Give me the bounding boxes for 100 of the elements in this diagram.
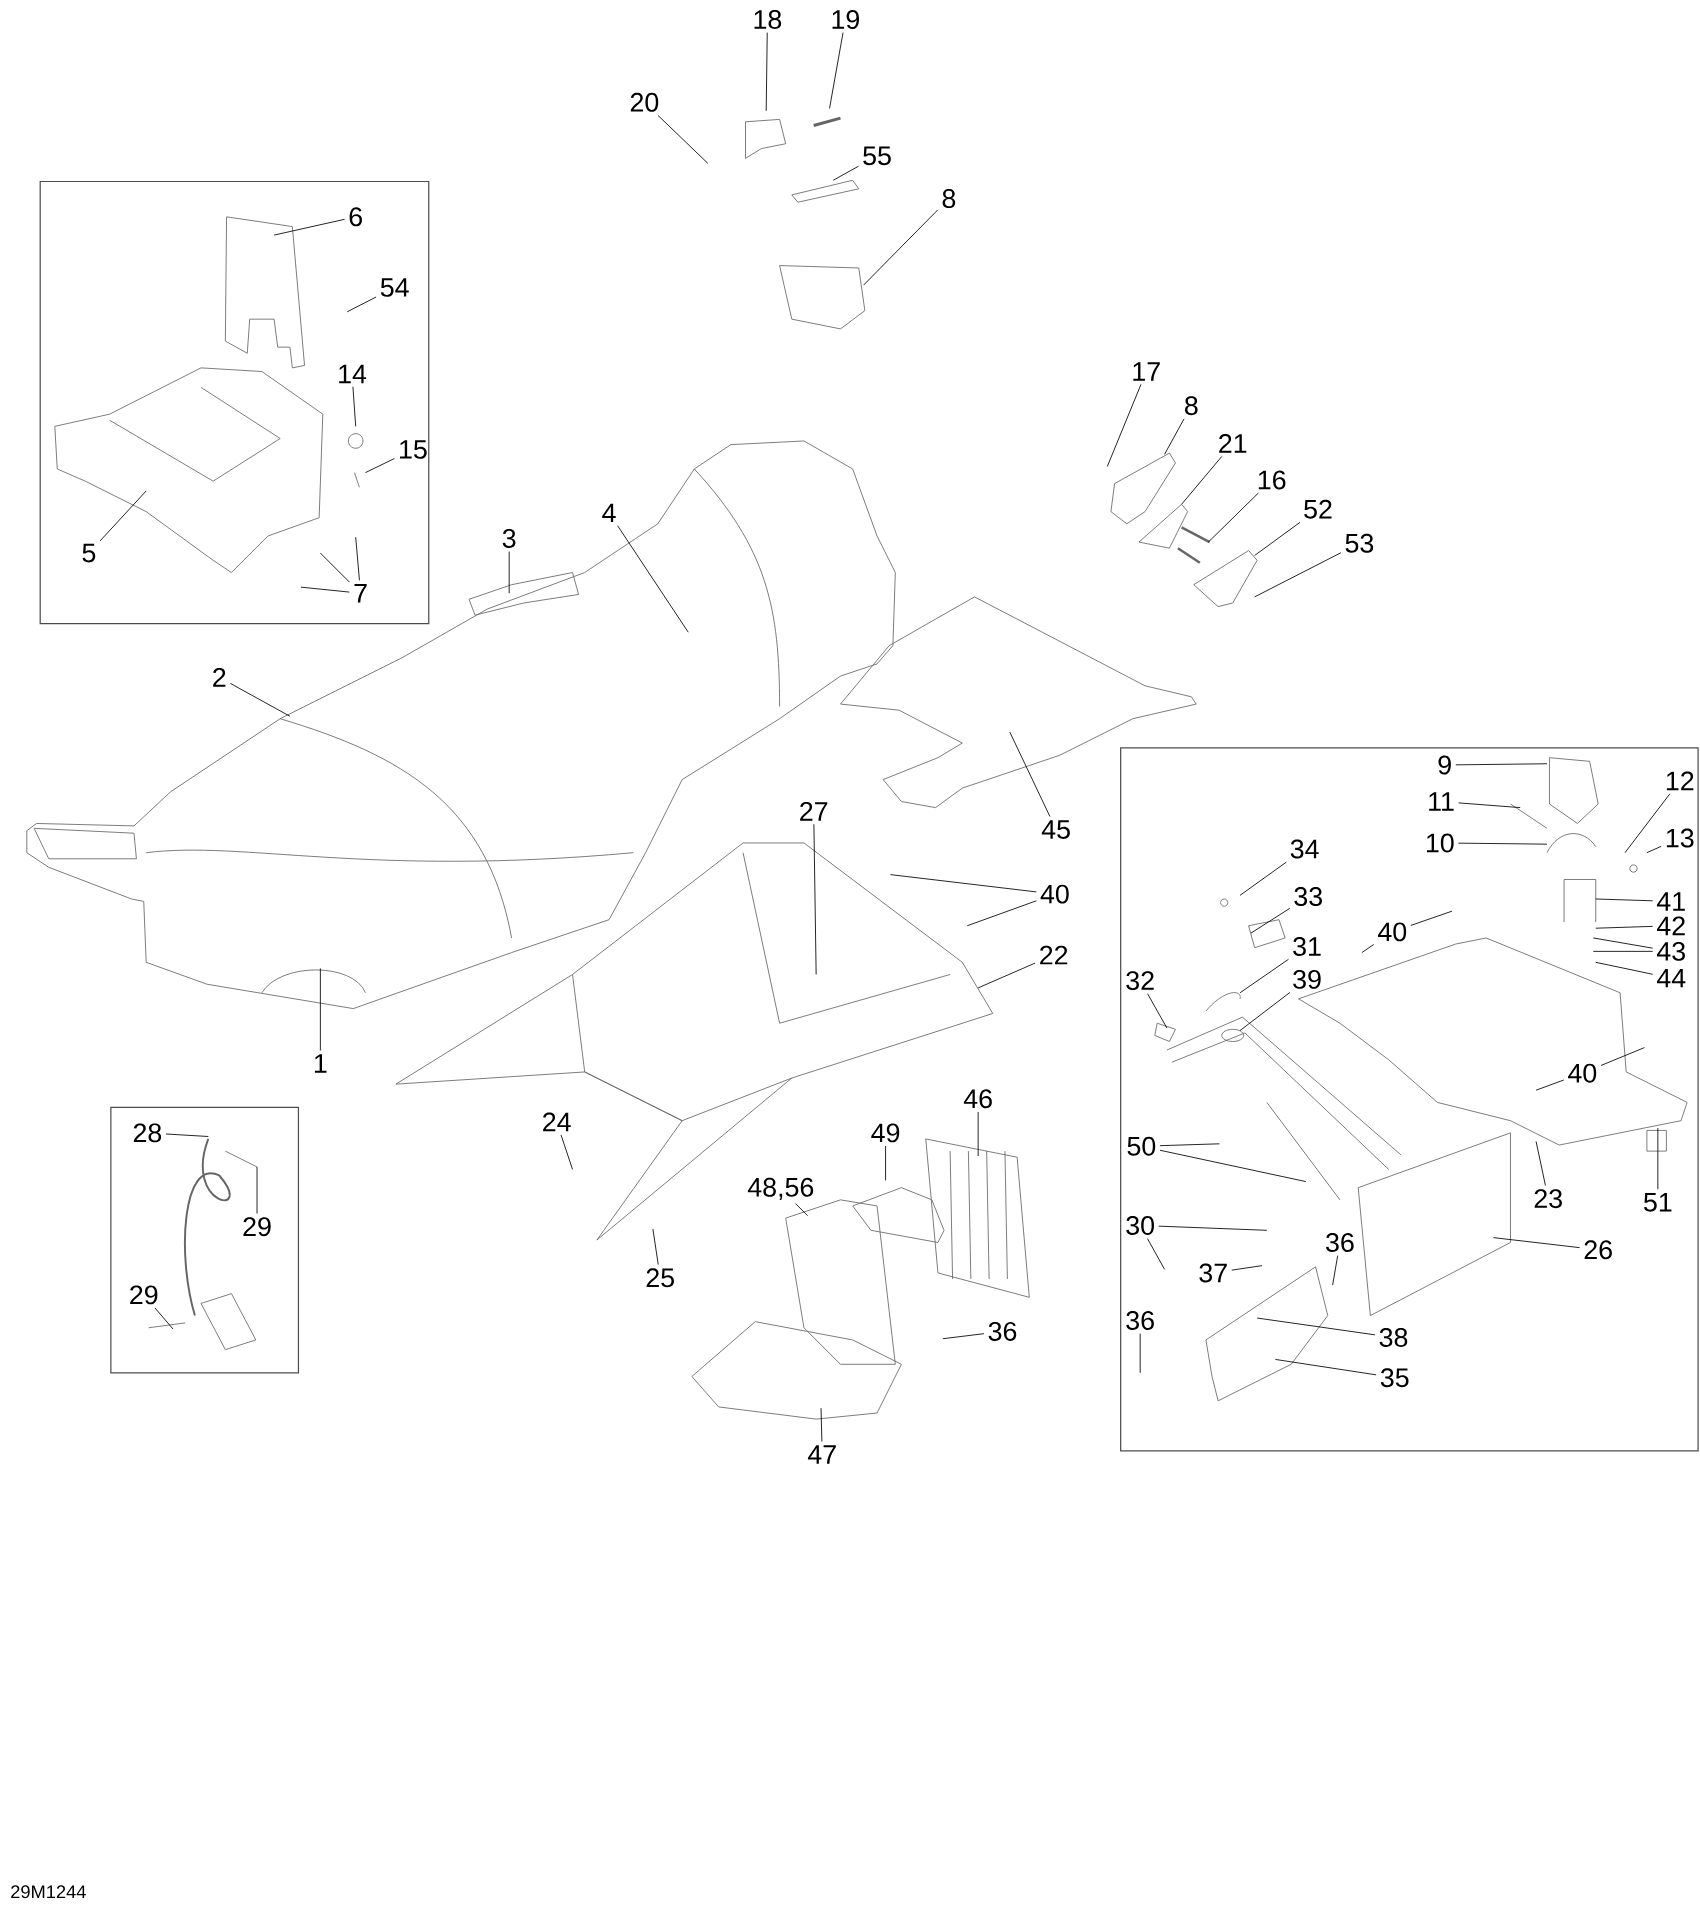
leader-line bbox=[884, 1145, 886, 1181]
leader-line bbox=[765, 32, 768, 112]
callout-number: 14 bbox=[338, 364, 366, 384]
leader-line bbox=[1657, 1127, 1659, 1190]
leader-line bbox=[1492, 1237, 1580, 1249]
leader-line bbox=[828, 32, 844, 109]
leader-line bbox=[355, 536, 360, 581]
callout-number: 34 bbox=[1290, 839, 1319, 859]
leader-line bbox=[1331, 1255, 1338, 1286]
leader-line bbox=[1146, 1238, 1165, 1270]
callout-number: 21 bbox=[1218, 434, 1247, 453]
leader-line bbox=[319, 552, 350, 583]
callout-number: 48,56 bbox=[747, 1177, 813, 1200]
callout-number: 2 bbox=[212, 667, 226, 687]
leader-line bbox=[1163, 418, 1185, 455]
leader-line bbox=[1595, 961, 1653, 975]
callout-number: 9 bbox=[1438, 755, 1451, 775]
leader-line bbox=[1535, 1079, 1564, 1091]
leader-line bbox=[273, 218, 345, 236]
leader-line bbox=[1595, 925, 1653, 929]
leader-line bbox=[256, 1166, 258, 1214]
callout-number: 37 bbox=[1199, 1263, 1227, 1283]
callout-number: 7 bbox=[354, 584, 367, 603]
callout-number: 51 bbox=[1643, 1192, 1672, 1212]
callout-number: 12 bbox=[1666, 771, 1694, 791]
leader-line bbox=[1159, 1143, 1220, 1147]
leader-line bbox=[1207, 492, 1259, 543]
callout-number: 35 bbox=[1380, 1368, 1409, 1388]
leader-line bbox=[652, 1228, 659, 1266]
leader-line bbox=[813, 823, 817, 975]
leader-line bbox=[616, 525, 689, 633]
panel-frame bbox=[110, 1106, 299, 1374]
callout-number: 1 bbox=[314, 1054, 327, 1073]
callout-number: 33 bbox=[1294, 887, 1322, 907]
callout-number: 4 bbox=[602, 503, 616, 523]
leader-line bbox=[165, 1133, 209, 1137]
callout-number: 29 bbox=[243, 1217, 271, 1237]
leader-line bbox=[364, 458, 395, 474]
leader-line bbox=[977, 1111, 979, 1157]
callout-number: 40 bbox=[1567, 1063, 1596, 1083]
leader-line bbox=[1239, 861, 1287, 896]
leader-line bbox=[1139, 1333, 1141, 1374]
leader-line bbox=[863, 209, 938, 286]
callout-number: 11 bbox=[1428, 792, 1454, 811]
leader-line bbox=[977, 962, 1036, 989]
leader-line bbox=[1535, 1140, 1546, 1186]
callout-number: 3 bbox=[502, 528, 516, 548]
callout-number: 53 bbox=[1345, 533, 1373, 553]
figure-code: 29M1244 bbox=[10, 1885, 86, 1899]
callout-number: 8 bbox=[942, 189, 955, 209]
leader-line bbox=[1146, 993, 1168, 1029]
callout-number: 10 bbox=[1426, 833, 1454, 853]
leader-line bbox=[1624, 793, 1671, 854]
callout-number: 55 bbox=[863, 146, 891, 166]
leader-line bbox=[352, 386, 356, 427]
leader-line bbox=[1274, 1359, 1377, 1376]
callout-number: 19 bbox=[832, 10, 859, 29]
leader-line bbox=[1592, 950, 1653, 952]
leader-line bbox=[1256, 1317, 1376, 1336]
callout-number: 36 bbox=[1325, 1233, 1354, 1252]
callout-number: 45 bbox=[1041, 820, 1070, 839]
leader-line bbox=[154, 1307, 174, 1330]
leader-line bbox=[1106, 383, 1142, 467]
callout-number: 16 bbox=[1258, 470, 1286, 490]
callout-number: 13 bbox=[1666, 828, 1694, 848]
callout-number: 23 bbox=[1534, 1189, 1562, 1209]
callout-number: 27 bbox=[799, 801, 828, 821]
callout-number: 25 bbox=[646, 1268, 674, 1288]
leader-line bbox=[1455, 763, 1548, 766]
leader-line bbox=[508, 551, 510, 594]
leader-line bbox=[1457, 802, 1521, 809]
callout-number: 30 bbox=[1126, 1216, 1154, 1235]
leader-line bbox=[820, 1407, 823, 1442]
leader-line bbox=[560, 1134, 573, 1170]
callout-number: 39 bbox=[1292, 969, 1321, 989]
panel-frame bbox=[1119, 747, 1699, 1452]
callout-number: 38 bbox=[1379, 1328, 1407, 1347]
callout-number: 29 bbox=[129, 1285, 158, 1305]
callout-number: 52 bbox=[1303, 499, 1332, 519]
callout-number: 32 bbox=[1126, 971, 1154, 991]
leader-line bbox=[1361, 944, 1374, 953]
leader-line bbox=[1180, 456, 1222, 505]
callout-number: 28 bbox=[133, 1123, 161, 1143]
leader-line bbox=[319, 968, 321, 1051]
leader-line bbox=[1239, 958, 1289, 994]
leader-line bbox=[1592, 937, 1653, 949]
leader-line bbox=[1410, 910, 1453, 926]
callout-number: 43 bbox=[1656, 941, 1685, 961]
leader-line bbox=[99, 490, 147, 542]
leader-line bbox=[1254, 521, 1301, 556]
leader-line bbox=[966, 900, 1037, 927]
leader-line bbox=[942, 1333, 985, 1340]
callout-number: 24 bbox=[542, 1112, 571, 1132]
callout-number: 26 bbox=[1584, 1240, 1612, 1260]
leader-line bbox=[1600, 1047, 1645, 1066]
callout-number: 22 bbox=[1039, 945, 1067, 965]
callout-number: 5 bbox=[82, 543, 95, 563]
leader-line bbox=[346, 296, 377, 313]
leader-line bbox=[794, 1203, 808, 1217]
callout-number: 49 bbox=[871, 1123, 899, 1143]
